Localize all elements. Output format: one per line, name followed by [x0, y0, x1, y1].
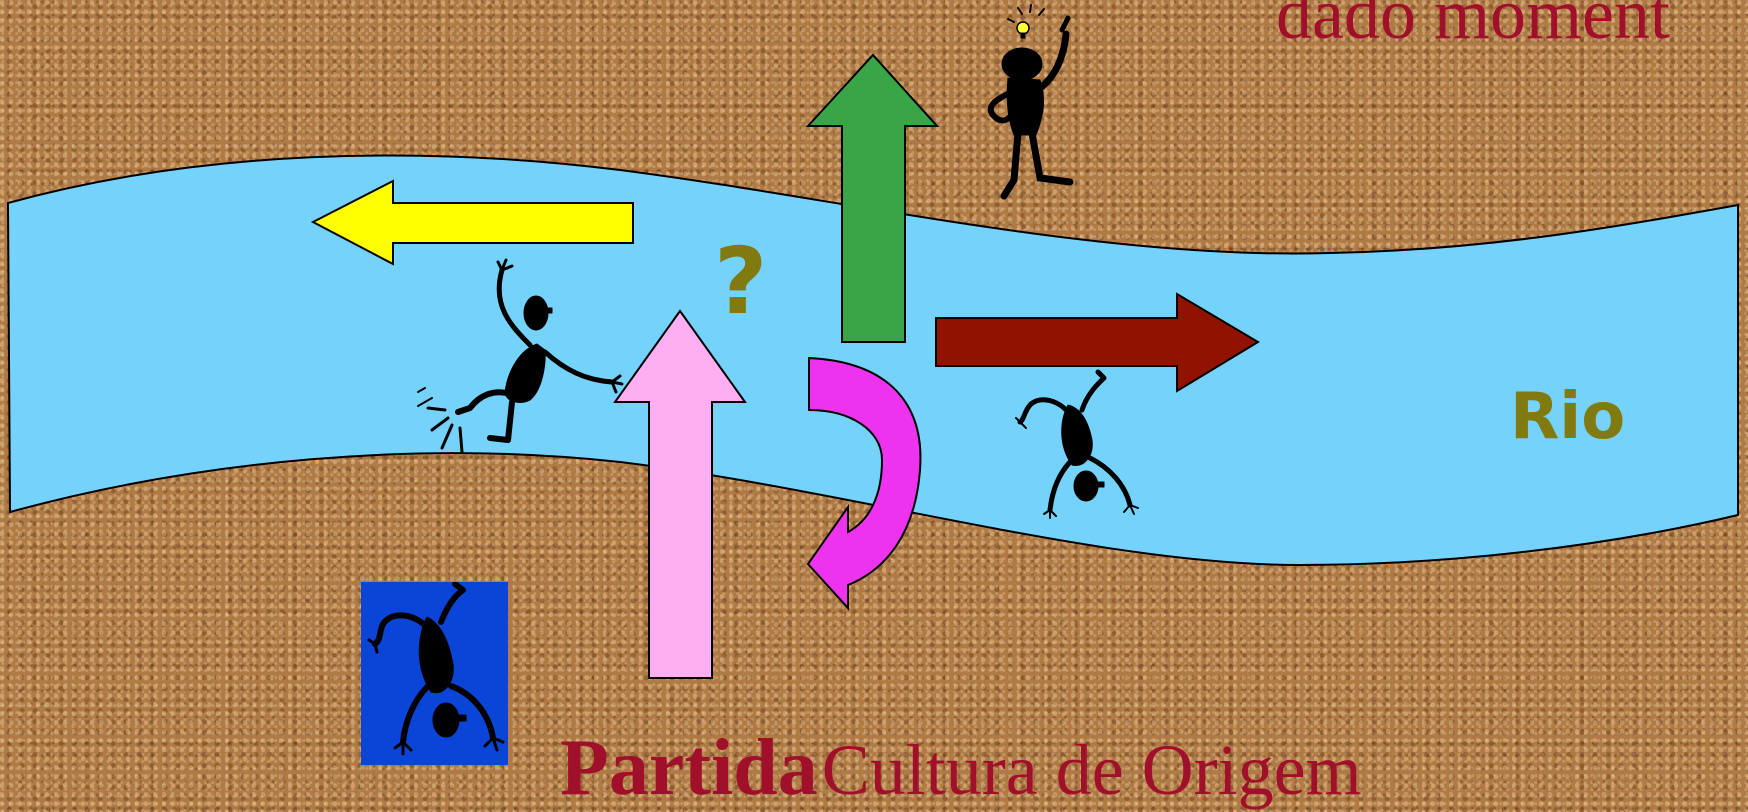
- river-label: Rio: [1510, 380, 1626, 454]
- river: [6, 154, 1739, 567]
- green-arrow-up: [805, 53, 940, 343]
- origin-culture-label: Cultura de Origem: [821, 730, 1362, 810]
- blue-box: [361, 581, 508, 765]
- question-mark: ?: [714, 228, 768, 335]
- upside-down-falling-figure: [1015, 369, 1139, 519]
- bottom-caption: Partida Cultura de Origem: [560, 728, 1362, 808]
- departure-label: Partida: [560, 724, 818, 812]
- blue-box-figure: [367, 581, 505, 756]
- pink-arrow-up: [613, 309, 747, 679]
- top-text: dado moment: [1276, 0, 1670, 54]
- red-arrow-right: [935, 292, 1260, 393]
- magenta-curved-arrow: [806, 356, 922, 611]
- yellow-arrow-left: [310, 179, 634, 266]
- river-diagram: [6, 4, 1739, 679]
- struggling-swimmer-figure: [417, 258, 624, 454]
- lightbulb-thinking-figure: [987, 4, 1074, 200]
